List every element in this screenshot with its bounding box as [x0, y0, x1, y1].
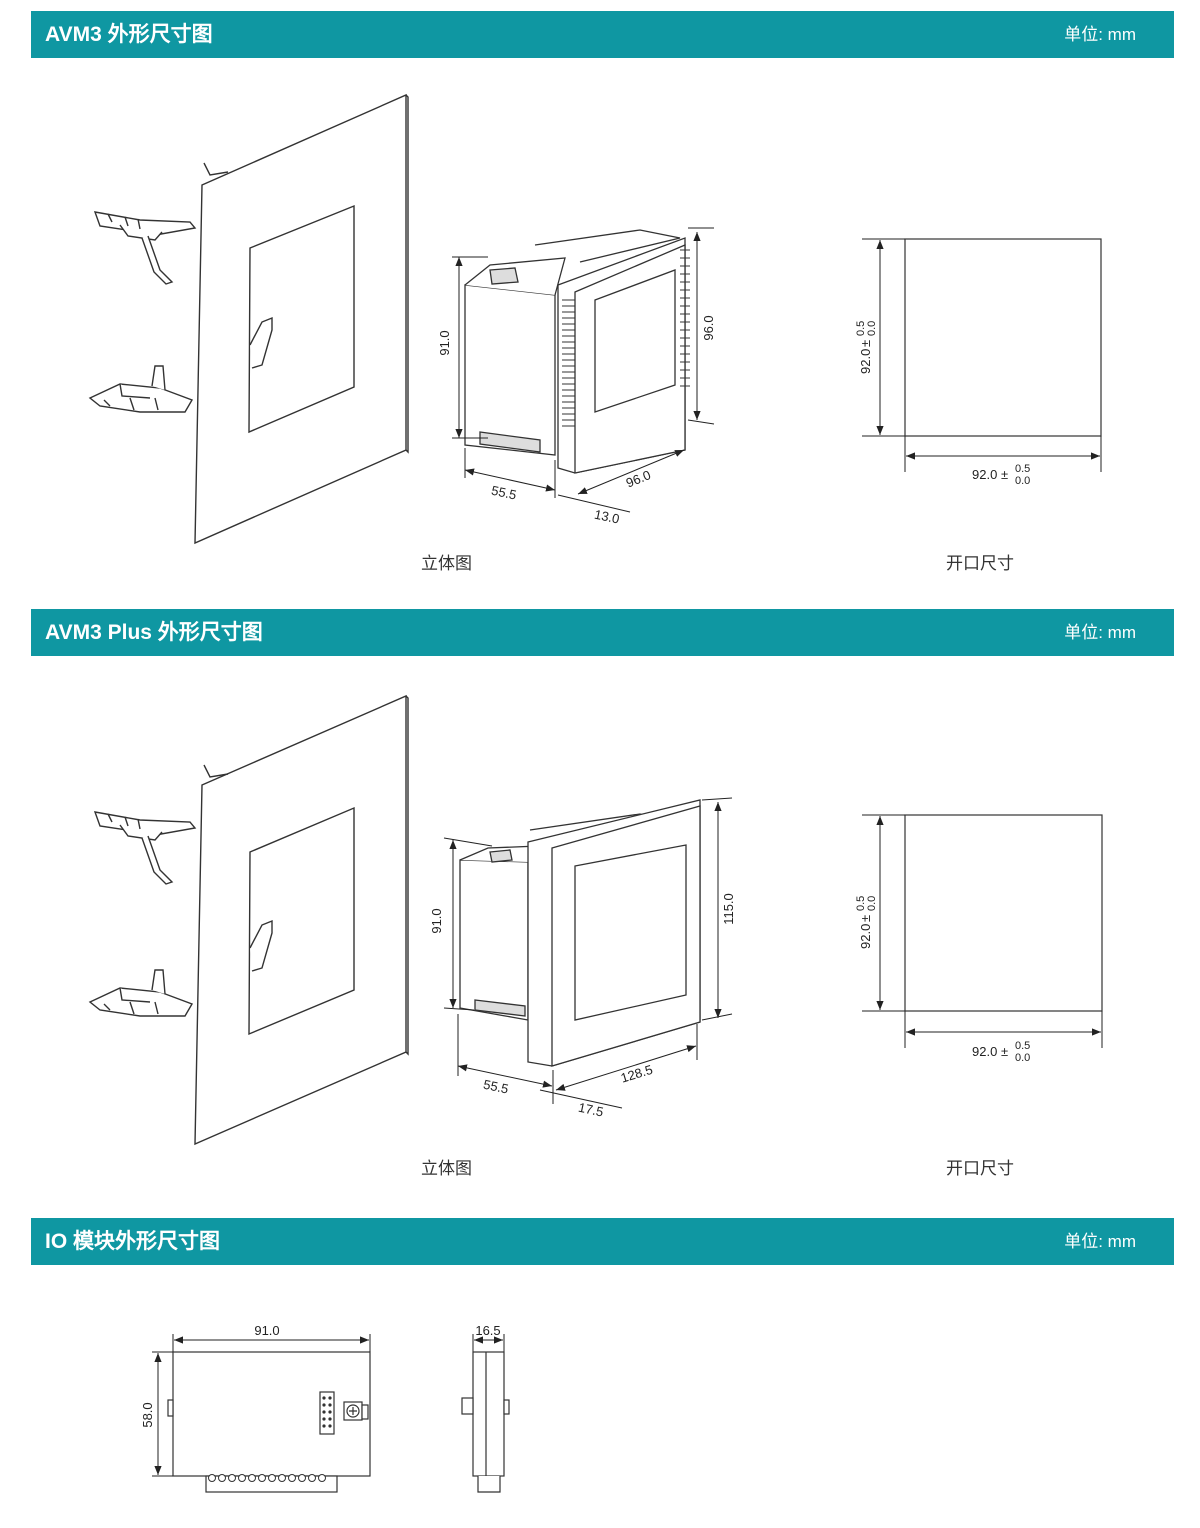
tolerance-sign: ±: [858, 340, 873, 347]
cutout-caption: 开口尺寸: [946, 1159, 1014, 1178]
unit-label: 单位: mm: [1064, 25, 1136, 44]
io-dim-width: 91.0: [254, 1323, 279, 1338]
meter-body-icon: [464, 229, 690, 474]
section-title: AVM3 外形尺寸图: [45, 23, 213, 46]
dim-height-front: 115.0: [721, 893, 736, 925]
unit-label: 单位: mm: [1064, 623, 1136, 642]
tolerance-plus: 0.5: [1015, 463, 1030, 475]
cutout-height: 92.0: [858, 924, 873, 949]
section-title: IO 模块外形尺寸图: [45, 1230, 221, 1253]
dim-height-front: 96.0: [701, 315, 716, 340]
cutout-square-icon: [904, 238, 1102, 437]
io-module-side-icon: [461, 1351, 510, 1493]
unit-label: 单位: mm: [1064, 1232, 1136, 1251]
mounting-clip-icon: [89, 764, 273, 1017]
tolerance-plus: 0.5: [1015, 1040, 1030, 1052]
dim-height-back: 91.0: [429, 908, 444, 933]
dim-width-front: 96.0: [624, 467, 653, 490]
tolerance-sign: ±: [1001, 1044, 1008, 1059]
cutout-caption: 开口尺寸: [946, 554, 1014, 573]
dim-width-front: 128.5: [619, 1062, 655, 1086]
io-dim-height: 58.0: [140, 1402, 155, 1427]
io-module-icon: [167, 1351, 371, 1493]
tolerance-sign: ±: [858, 915, 873, 922]
mounting-clip-icon: [89, 162, 273, 413]
section-title: AVM3 Plus 外形尺寸图: [45, 621, 263, 644]
tolerance-minus: 0.0: [866, 321, 878, 336]
tolerance-minus: 0.0: [866, 896, 878, 911]
cutout-width: 92.0: [972, 1044, 997, 1059]
isometric-view-caption: 立体图: [421, 1159, 472, 1178]
tolerance-plus: 0.5: [855, 321, 867, 336]
cutout-height: 92.0: [858, 349, 873, 374]
panel-plate-icon: [194, 93, 409, 545]
cutout-square-icon: [904, 814, 1103, 1012]
cutout-width: 92.0: [972, 467, 997, 482]
section-header-avm3: AVM3 外形尺寸图 单位: mm: [31, 11, 1174, 58]
dim-height-back: 91.0: [437, 330, 452, 355]
io-dim-thickness: 16.5: [475, 1323, 500, 1338]
dim-depth-front: 17.5: [577, 1100, 605, 1120]
panel-plate-icon: [194, 694, 409, 1146]
section-header-io-module: IO 模块外形尺寸图 单位: mm: [31, 1218, 1174, 1265]
tolerance-sign: ±: [1001, 467, 1008, 482]
tolerance-minus: 0.0: [1015, 1052, 1030, 1064]
isometric-view-caption: 立体图: [421, 554, 472, 573]
tolerance-minus: 0.0: [1015, 475, 1030, 487]
section-header-avm3-plus: AVM3 Plus 外形尺寸图 单位: mm: [31, 609, 1174, 656]
meter-body-icon: [459, 799, 701, 1067]
tolerance-plus: 0.5: [855, 896, 867, 911]
dim-depth-back: 55.5: [490, 483, 518, 503]
dim-depth-front: 13.0: [593, 507, 621, 527]
dim-depth-back: 55.5: [482, 1077, 510, 1097]
